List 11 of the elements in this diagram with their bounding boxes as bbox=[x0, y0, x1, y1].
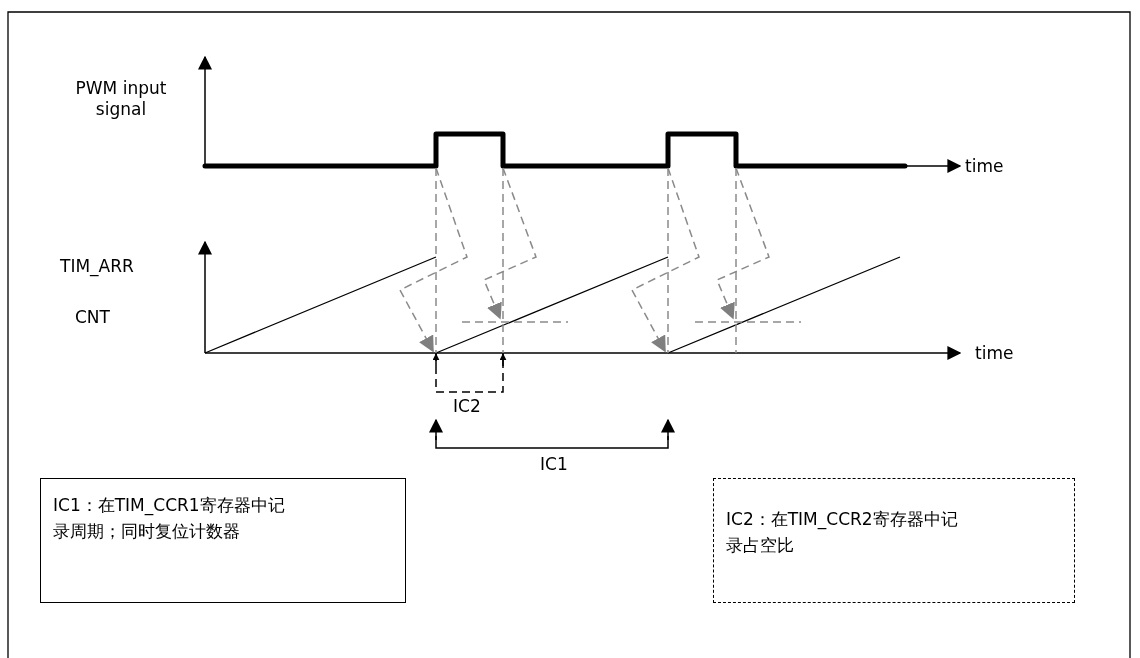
note-text: IC2：在TIM_CCR2寄存器中记录占空比 bbox=[726, 508, 959, 557]
note-text: IC1：在TIM_CCR1寄存器中记录周期；同时复位计数器 bbox=[53, 494, 286, 543]
axis-label: PWM input signal bbox=[74, 78, 168, 121]
note-box bbox=[40, 478, 406, 603]
interval-label: IC1 bbox=[540, 454, 568, 476]
axis-label: time bbox=[965, 156, 1004, 178]
axis-label: time bbox=[975, 343, 1014, 365]
axis-label: CNT bbox=[75, 307, 110, 329]
axis-label: TIM_ARR bbox=[60, 256, 134, 278]
note-box bbox=[713, 478, 1075, 603]
interval-label: IC2 bbox=[453, 396, 481, 418]
